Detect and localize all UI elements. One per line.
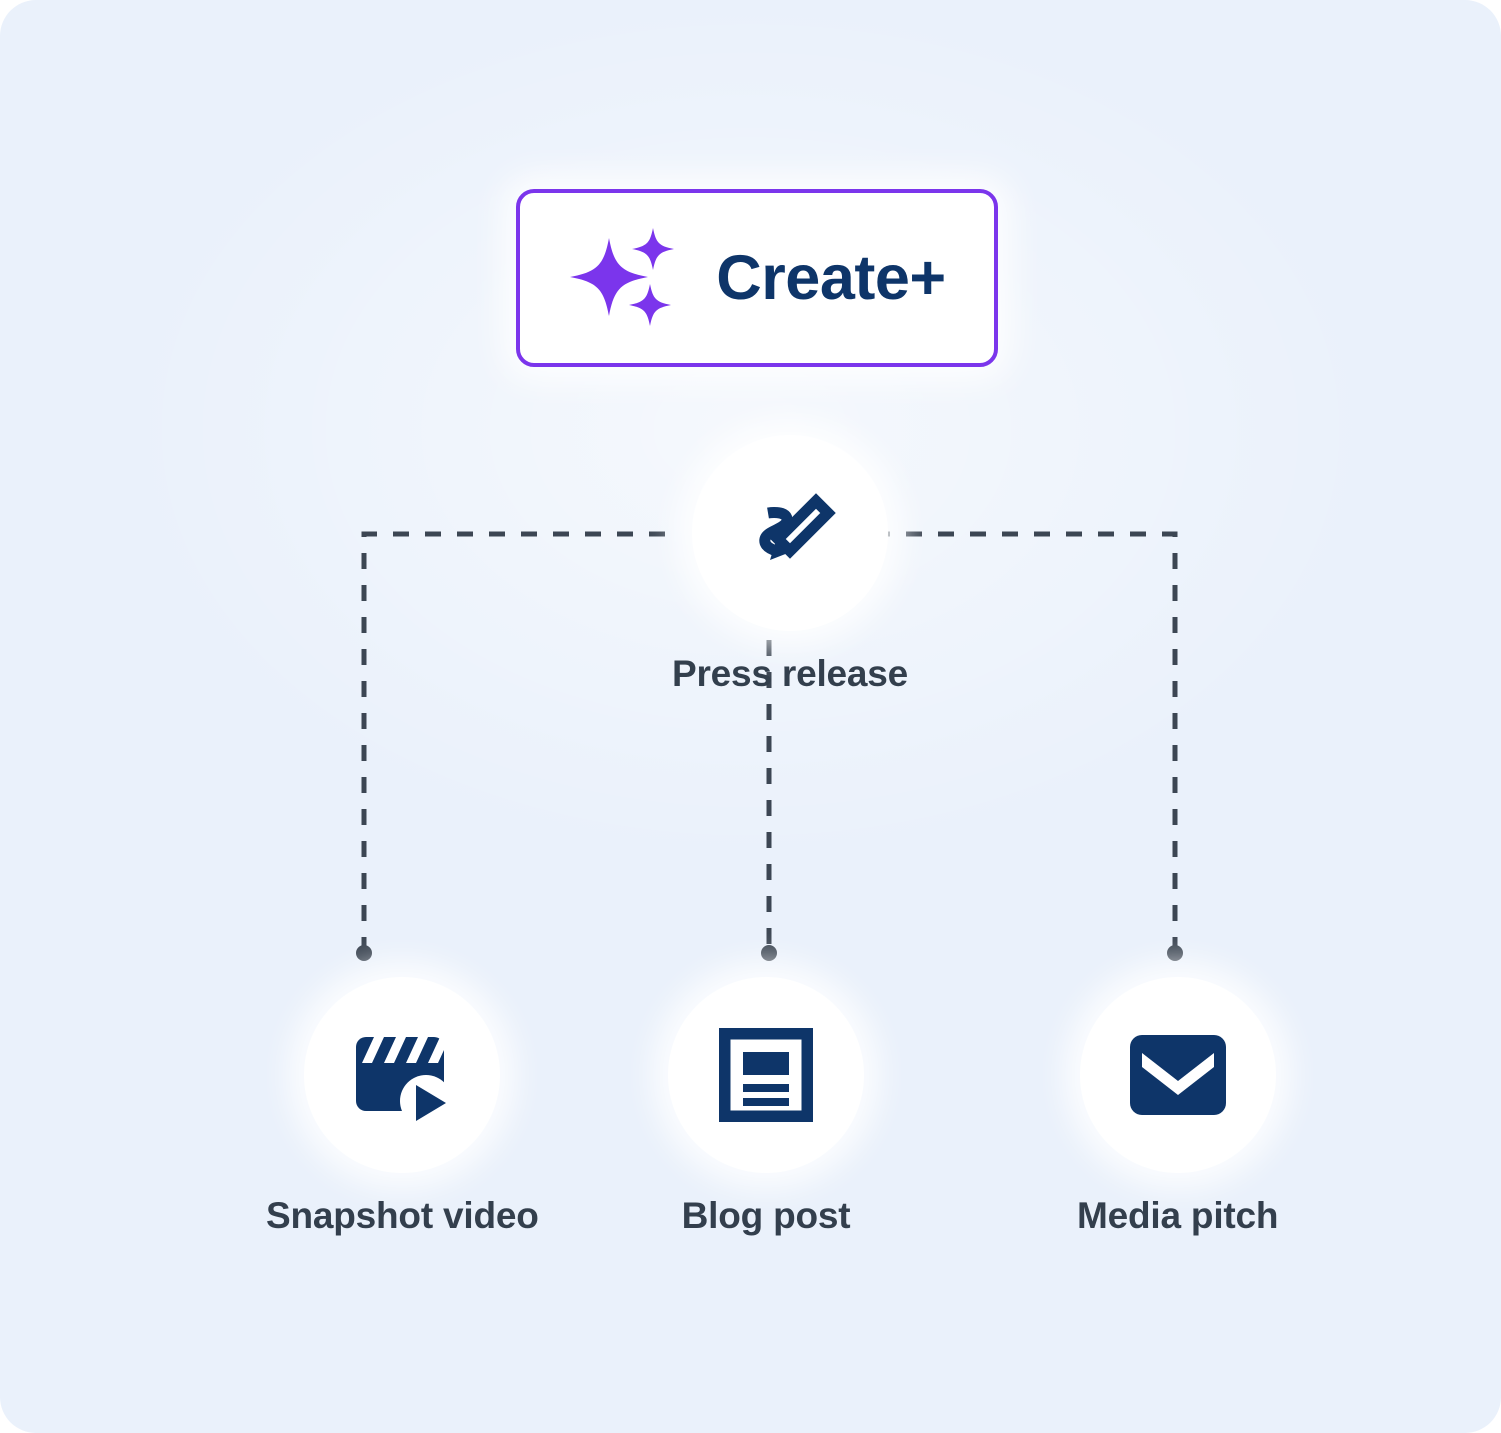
play-triangle-icon [416, 1085, 447, 1121]
node-blog-post[interactable]: Blog post [668, 977, 864, 1237]
connector-endpoint-dot [761, 945, 777, 961]
envelope-icon [1129, 1035, 1226, 1115]
create-plus-button[interactable]: Create+ [516, 189, 998, 367]
node-media-pitch-circle[interactable] [1079, 977, 1276, 1173]
node-snapshot-video[interactable]: Snapshot video [266, 977, 539, 1237]
node-press-release-label: Press release [672, 653, 909, 694]
clapperboard-play-icon [356, 1037, 451, 1121]
sparkles-icon [570, 228, 675, 326]
pencil-write-icon [759, 493, 836, 560]
pencil-body [770, 493, 836, 560]
article-icon [719, 1028, 813, 1122]
connector-endpoint-dot [1167, 945, 1183, 961]
connector-endpoint-dot [356, 945, 372, 961]
node-blog-post-label: Blog post [681, 1195, 851, 1236]
node-press-release-circle[interactable] [692, 435, 889, 631]
create-plus-label: Create+ [716, 242, 946, 313]
node-media-pitch-label: Media pitch [1077, 1195, 1279, 1236]
node-media-pitch[interactable]: Media pitch [1077, 977, 1279, 1237]
node-snapshot-video-circle[interactable] [304, 977, 501, 1173]
node-snapshot-video-label: Snapshot video [266, 1195, 539, 1236]
node-blog-post-circle[interactable] [668, 977, 864, 1173]
node-press-release[interactable]: Press release [672, 435, 908, 695]
connector-press-to-media-pitch [864, 531, 1178, 953]
connector-press-to-snapshot-video [361, 531, 678, 953]
